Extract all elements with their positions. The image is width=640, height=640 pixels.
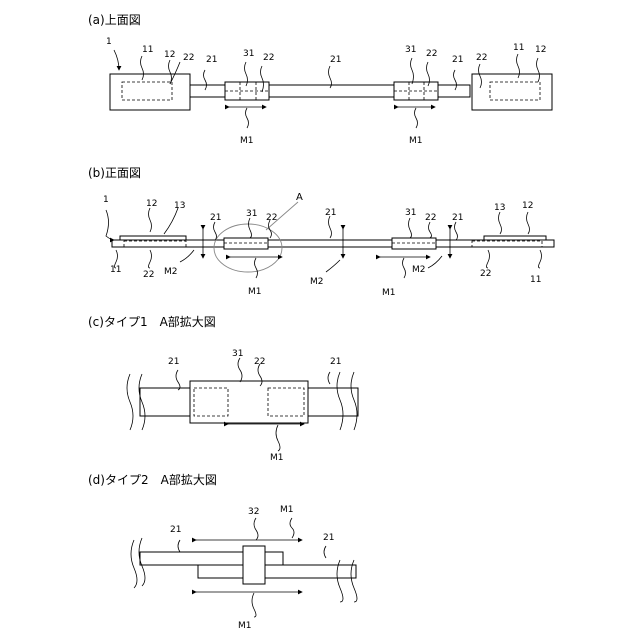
- ref-M1-left-a: M1: [240, 136, 254, 146]
- rod-21-lower-d: [198, 565, 356, 578]
- ref-M1-right-a: M1: [409, 136, 423, 146]
- ref-13-left-b: 13: [174, 201, 185, 211]
- ref-22-sleeve-left-a: 22: [263, 53, 274, 63]
- ref-M1-c: M1: [270, 453, 284, 463]
- panel-b-title: (b)正面図: [88, 166, 141, 180]
- ref-1-b: 1: [103, 195, 109, 205]
- ref-22-c: 22: [254, 357, 265, 367]
- ref-M1-left-b: M1: [248, 287, 262, 297]
- ref-12-left-b: 12: [146, 199, 157, 209]
- ref-31-left-b: 31: [246, 209, 257, 219]
- ref-A-b: A: [296, 192, 303, 203]
- ref-22-right-end-a: 22: [476, 53, 487, 63]
- panel-a-title: (a)上面図: [88, 13, 141, 27]
- ref-11-left-a: 11: [142, 45, 153, 55]
- ref-13-right-b: 13: [494, 203, 505, 213]
- ref-31-c: 31: [232, 349, 243, 359]
- ref-22-left-b: 22: [143, 270, 154, 280]
- panel-b-front-view: (b)正面図: [88, 166, 554, 298]
- ref-22-right-b: 22: [480, 269, 491, 279]
- clamp-32-d: [243, 546, 265, 584]
- ref-31-right-b: 31: [405, 208, 416, 218]
- ref-11-right-b: 11: [530, 275, 541, 285]
- panel-c-title: (c)タイプ1 A部拡大図: [88, 314, 216, 329]
- ref-21-left-b: 21: [210, 213, 221, 223]
- ref-21-mid-b: 21: [325, 208, 336, 218]
- ref-21-right-c: 21: [330, 357, 341, 367]
- ref-22-sleeve-right-b: 22: [425, 213, 436, 223]
- ref-21-right-d: 21: [323, 533, 334, 543]
- ref-M2-mid-b: M2: [310, 277, 324, 287]
- ref-32-d: 32: [248, 507, 259, 517]
- panel-d-title: (d)タイプ2 A部拡大図: [88, 472, 217, 487]
- end-plate-13-right-b: [484, 236, 546, 240]
- ref-21-right-a: 21: [452, 55, 463, 65]
- dashed-22-left-b: [124, 241, 186, 247]
- ref-31-left-a: 31: [243, 49, 254, 59]
- ref-12-left-a: 12: [164, 50, 175, 60]
- sleeve-31-c: [190, 381, 308, 423]
- panel-d-type2-detail: (d)タイプ2 A部拡大図 21 32 M1 21 M1: [88, 472, 357, 631]
- ref-22-left-end-a: 22: [183, 53, 194, 63]
- ref-M2-right-b: M2: [412, 265, 426, 275]
- ref-12-right-b: 12: [522, 201, 533, 211]
- ref-M2-left-b: M2: [164, 267, 178, 277]
- ref-12-right-a: 12: [535, 45, 546, 55]
- sleeve-31-left-b: [224, 238, 268, 249]
- dashed-22-right-b: [472, 241, 542, 247]
- ref-M1-right-b: M1: [382, 288, 396, 298]
- ref-21-left-c: 21: [168, 357, 179, 367]
- ref-11-left-b: 11: [110, 265, 121, 275]
- ref-11-right-a: 11: [513, 43, 524, 53]
- sleeve-31-right-b: [392, 238, 436, 249]
- ref-21-mid-a: 21: [330, 55, 341, 65]
- ref-M1-bottom-d: M1: [238, 621, 252, 631]
- ref-M1-top-d: M1: [280, 505, 294, 515]
- panel-c-type1-detail: (c)タイプ1 A部拡大図 21 31 22 21 M1: [88, 314, 358, 463]
- end-plate-13-left-b: [120, 236, 186, 240]
- ref-31-right-a: 31: [405, 45, 416, 55]
- ref-21-left-a: 21: [206, 55, 217, 65]
- ref-1-a: 1: [106, 37, 112, 47]
- ref-21-left-d: 21: [170, 525, 181, 535]
- ref-22-sleeve-right-a: 22: [426, 49, 437, 59]
- ref-21-right-b: 21: [452, 213, 463, 223]
- panel-a-top-view: (a)上面図: [88, 13, 552, 146]
- ref-22-sleeve-left-b: 22: [266, 213, 277, 223]
